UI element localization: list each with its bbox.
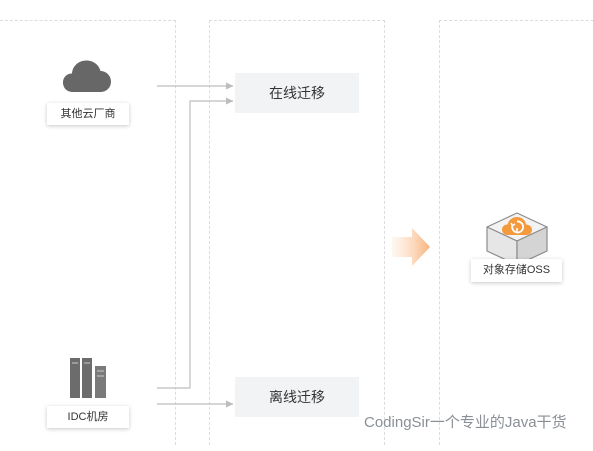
sources-column [0,20,176,445]
target-column [439,20,593,445]
online-migration-box: 在线迁移 [235,73,359,113]
watermark-text: CodingSir一个专业的Java干货 [364,414,567,431]
cloud-vendor-card [21,47,157,139]
cloud-icon [62,58,112,94]
offline-migration-box: 离线迁移 [235,377,359,417]
connector-lines [157,82,430,408]
idc-card [21,349,157,449]
arrow-idc-to-online [157,97,234,389]
cloud-vendor-label: 其他云厂商 [47,103,129,125]
oss-label: 对象存储OSS [471,259,562,282]
idc-label: IDC机房 [47,406,129,428]
server-icon [68,357,108,399]
oss-storage-icon [485,207,549,269]
big-arrow-to-oss [392,228,430,266]
methods-column [209,20,385,445]
